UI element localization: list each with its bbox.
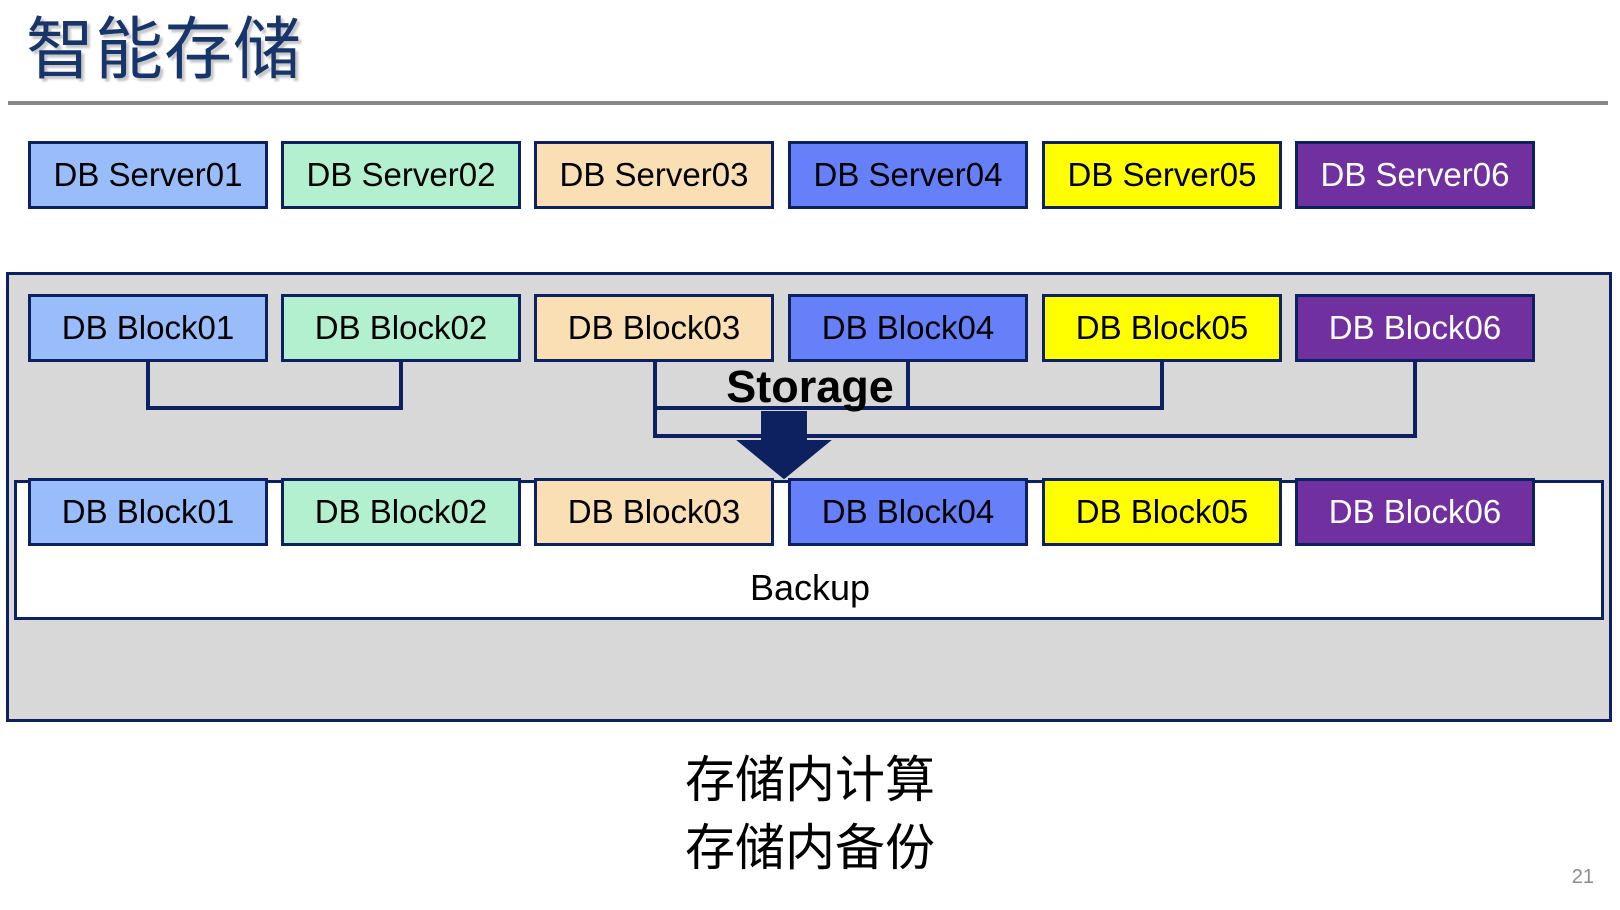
db-backup-block-cell-6[interactable]: DB Block06 <box>1295 478 1535 546</box>
db-backup-block-cell-label: DB Block03 <box>567 493 741 530</box>
db-backup-block-cell-label: DB Block05 <box>1075 493 1249 530</box>
db-backup-block-cell-label: DB Block04 <box>821 493 995 530</box>
db-server-cell-label: DB Server01 <box>53 156 243 193</box>
db-block-cell-1[interactable]: DB Block01 <box>28 294 268 362</box>
db-server-cell-5[interactable]: DB Server05 <box>1042 141 1282 209</box>
title-divider <box>8 101 1608 105</box>
db-block-cell-label: DB Block05 <box>1075 309 1249 346</box>
db-block-cell-4[interactable]: DB Block04 <box>788 294 1028 362</box>
db-server-cell-3[interactable]: DB Server03 <box>534 141 774 209</box>
db-block-cell-label: DB Block04 <box>821 309 995 346</box>
db-server-cell-label: DB Server06 <box>1320 156 1510 193</box>
page-number: 21 <box>1571 866 1594 888</box>
db-block-cell-2[interactable]: DB Block02 <box>281 294 521 362</box>
db-server-cell-4[interactable]: DB Server04 <box>788 141 1028 209</box>
db-backup-block-cell-label: DB Block06 <box>1328 493 1502 530</box>
db-server-cell-1[interactable]: DB Server01 <box>28 141 268 209</box>
db-server-cell-label: DB Server04 <box>813 156 1003 193</box>
db-server-cell-label: DB Server02 <box>306 156 496 193</box>
storage-label: Storage <box>726 361 894 412</box>
caption-in-storage-compute: 存储内计算 <box>685 752 935 808</box>
page-title: 智能存储 <box>26 12 303 88</box>
db-block-cell-label: DB Block06 <box>1328 309 1502 346</box>
db-block-cell-3[interactable]: DB Block03 <box>534 294 774 362</box>
db-backup-block-cell-5[interactable]: DB Block05 <box>1042 478 1282 546</box>
db-server-cell-label: DB Server05 <box>1067 156 1257 193</box>
db-backup-block-cell-label: DB Block01 <box>61 493 235 530</box>
db-block-cell-label: DB Block03 <box>567 309 741 346</box>
db-backup-block-cell-3[interactable]: DB Block03 <box>534 478 774 546</box>
db-backup-block-cell-1[interactable]: DB Block01 <box>28 478 268 546</box>
db-server-cell-2[interactable]: DB Server02 <box>281 141 521 209</box>
db-server-cell-6[interactable]: DB Server06 <box>1295 141 1535 209</box>
backup-label: Backup <box>749 567 871 608</box>
db-backup-block-cell-4[interactable]: DB Block04 <box>788 478 1028 546</box>
db-server-cell-label: DB Server03 <box>559 156 749 193</box>
db-block-cell-label: DB Block01 <box>61 309 235 346</box>
db-backup-block-cell-label: DB Block02 <box>314 493 488 530</box>
db-block-cell-label: DB Block02 <box>314 309 488 346</box>
db-block-cell-6[interactable]: DB Block06 <box>1295 294 1535 362</box>
db-block-cell-5[interactable]: DB Block05 <box>1042 294 1282 362</box>
db-backup-block-cell-2[interactable]: DB Block02 <box>281 478 521 546</box>
caption-in-storage-backup: 存储内备份 <box>685 820 935 876</box>
